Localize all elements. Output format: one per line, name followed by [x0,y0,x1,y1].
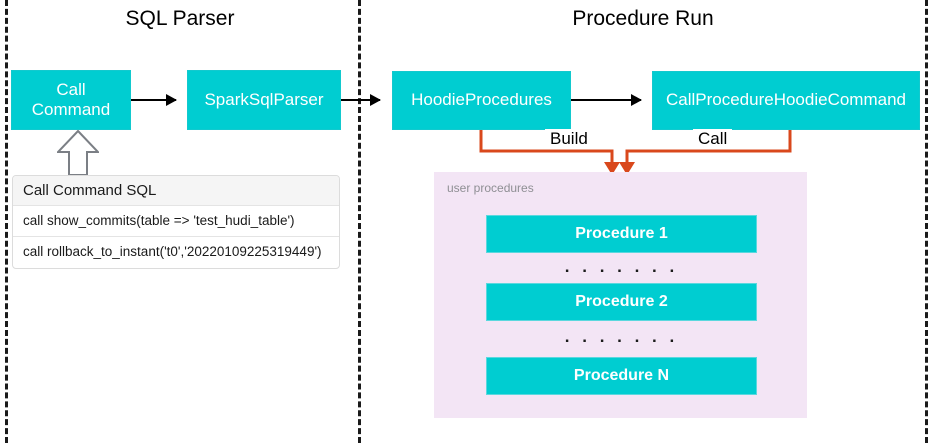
user-procedures-label: user procedures [447,181,534,195]
arrow-call-command-to-spark-sql-parser [131,94,177,106]
sql-table-row: call show_commits(table => 'test_hudi_ta… [13,206,339,237]
node-spark-sql-parser[interactable]: SparkSqlParser [187,70,341,130]
separator-line-right [925,0,928,443]
node-call-command-line2: Command [31,100,111,119]
user-procedures-panel: user procedures Procedure 1 . . . . . . … [434,172,807,418]
node-call-command-line1: Call [56,79,86,99]
arrow-hoodie-procedures-to-call-procedure-hoodie-command [571,94,642,106]
procedure-ellipsis: . . . . . . . [564,257,679,276]
separator-line-left [5,0,8,443]
procedure-item[interactable]: Procedure 1 [486,215,757,253]
separator-line-middle [358,0,361,443]
edge-label-call: Call [693,129,733,149]
edge-label-build: Build [545,129,593,149]
procedure-item[interactable]: Procedure N [486,357,757,395]
node-call-command[interactable]: Call Command [11,70,131,130]
procedure-item[interactable]: Procedure 2 [486,283,757,321]
section-title-sql-parser: SQL Parser [125,7,235,30]
hollow-up-arrow-icon [57,130,99,176]
sql-table-row: call rollback_to_instant('t0','202201092… [23,244,322,259]
node-hoodie-procedures[interactable]: HoodieProcedures [392,71,571,130]
call-command-sql-table: Call Command SQL call show_commits(table… [12,175,340,269]
section-title-procedure-run: Procedure Run [572,7,714,30]
arrow-spark-sql-parser-to-hoodie-procedures [341,94,381,106]
procedure-ellipsis: . . . . . . . [564,327,679,346]
node-call-procedure-hoodie-command[interactable]: CallProcedureHoodieCommand [652,71,920,130]
sql-table-header: Call Command SQL [13,176,339,206]
